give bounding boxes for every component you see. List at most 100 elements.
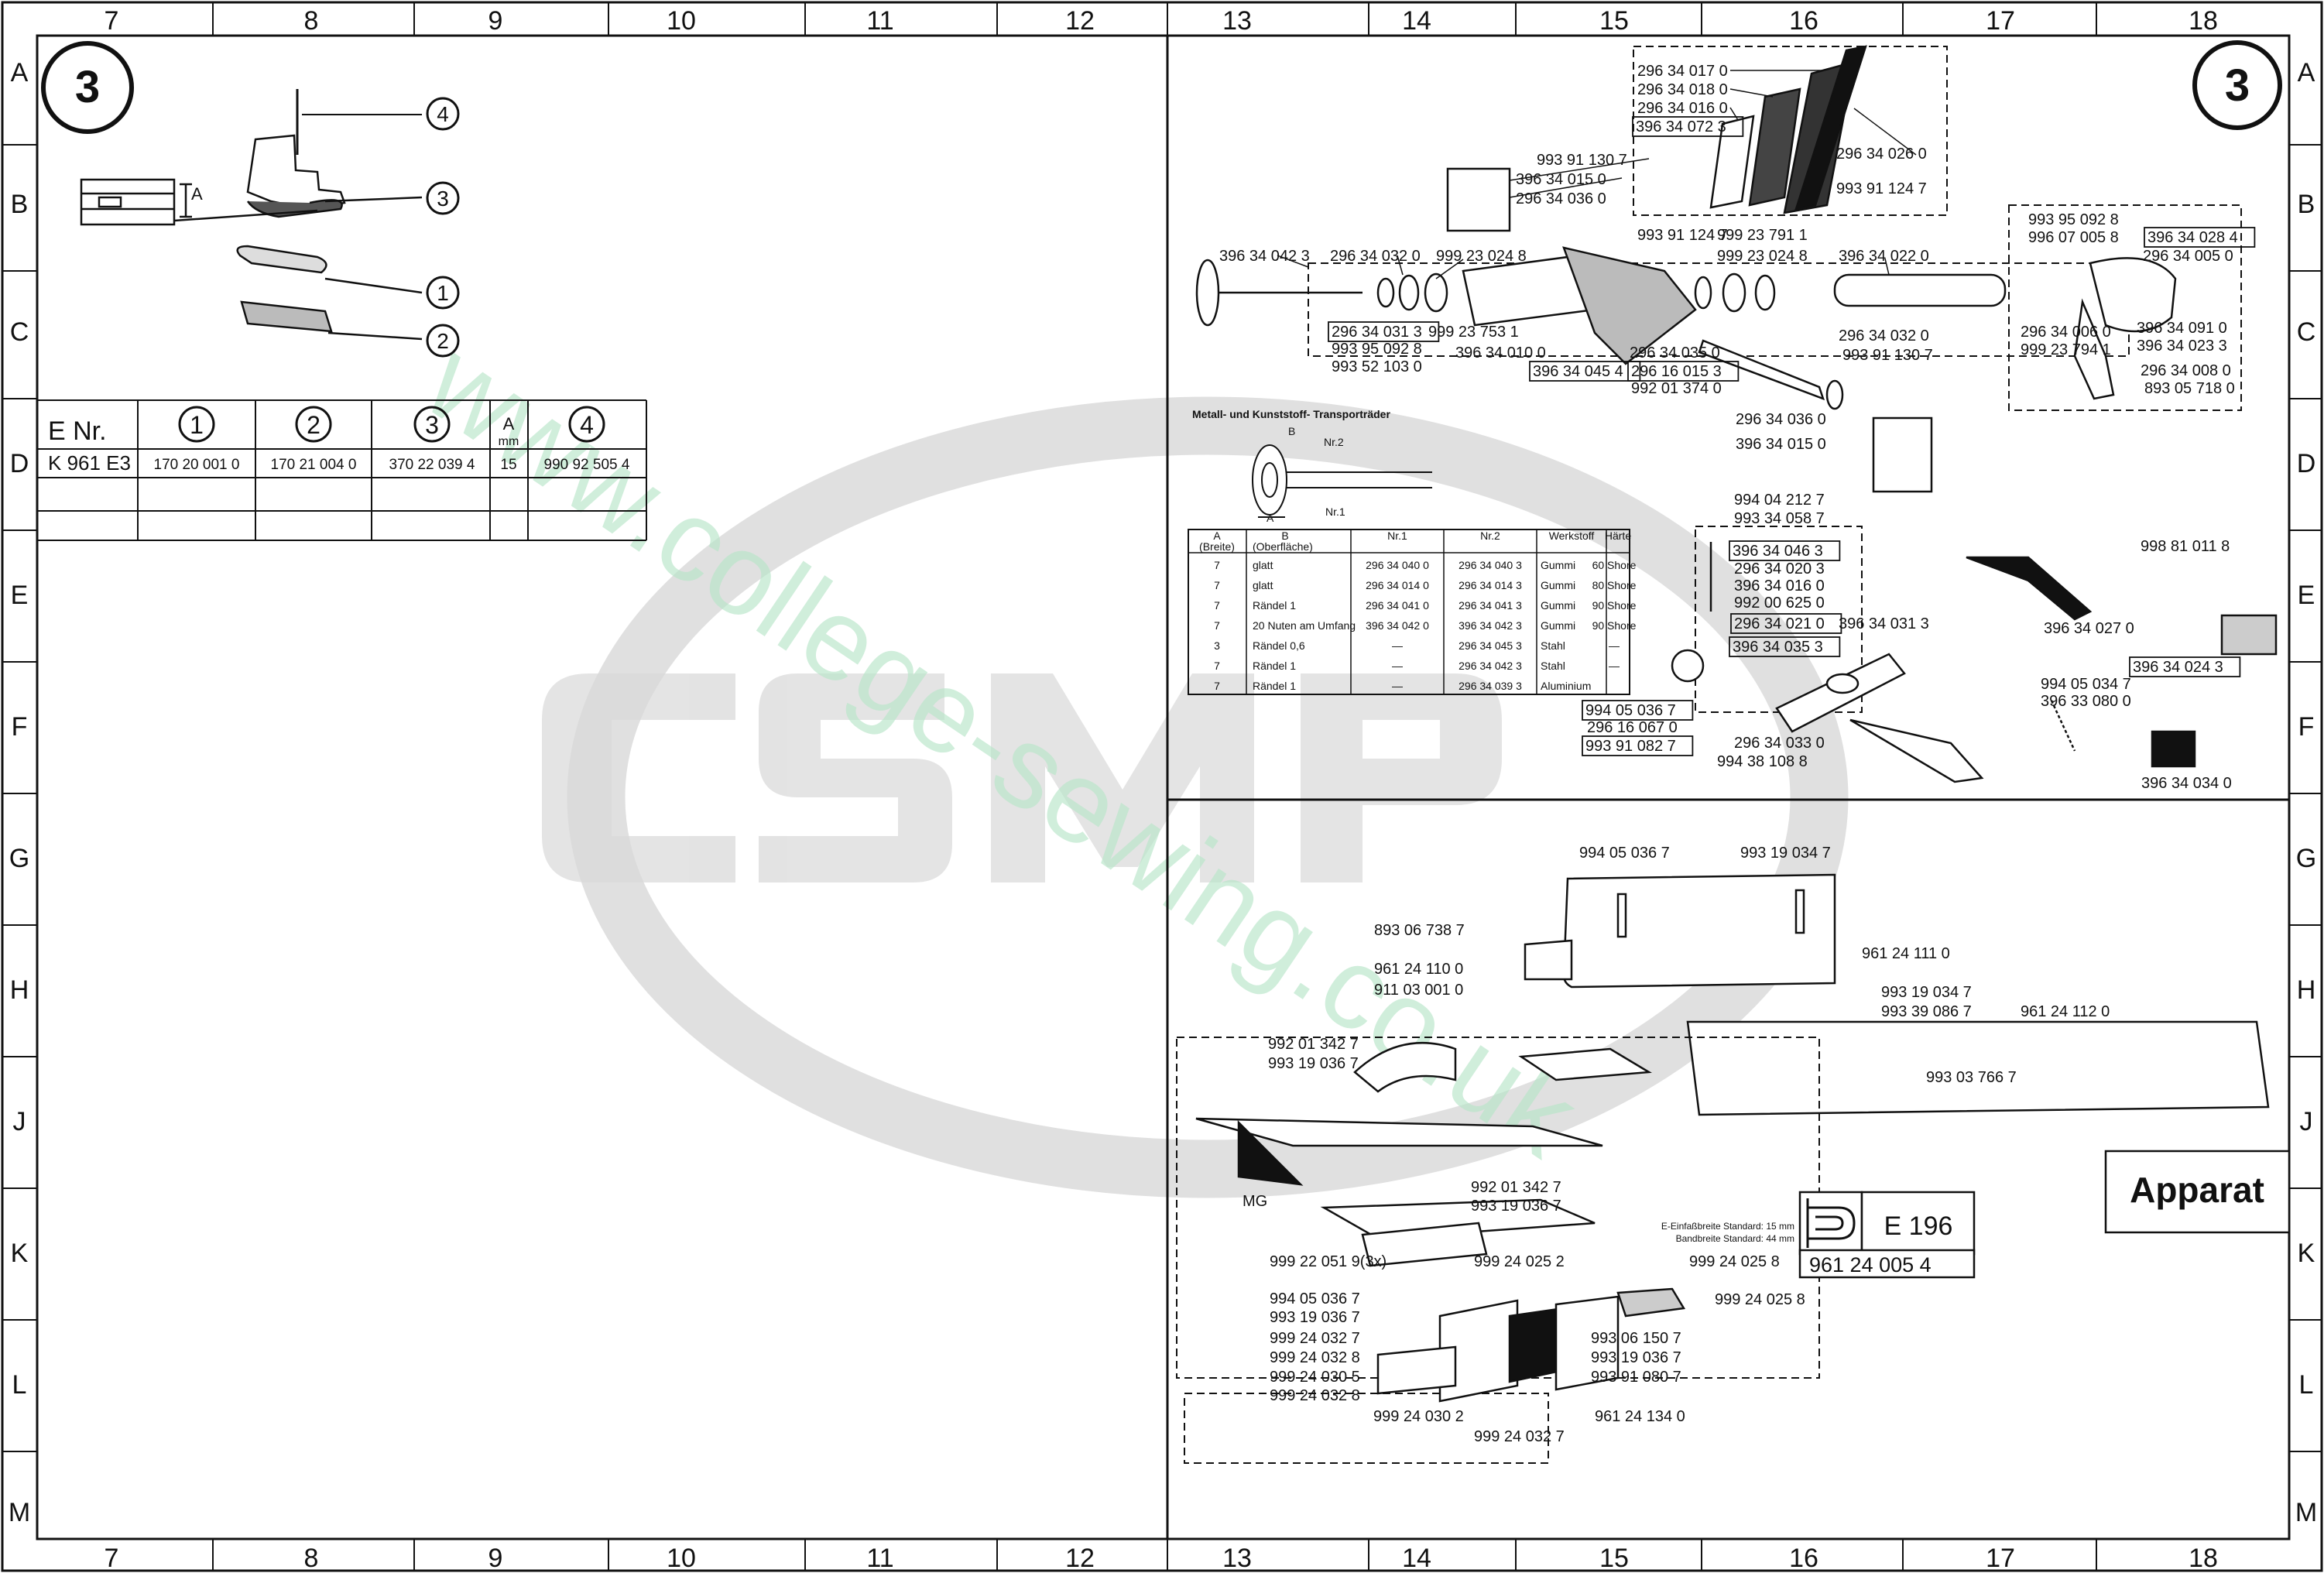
- page-marker-left: 3: [75, 62, 100, 112]
- table-cell-4: 990 92 505 4: [544, 457, 630, 473]
- row-label-left: H: [10, 975, 29, 1005]
- part-number: 993 06 150 7: [1591, 1330, 1681, 1347]
- part-number: 993 91 080 7: [1591, 1369, 1681, 1386]
- part-number: 296 34 020 3: [1734, 560, 1825, 577]
- wheel-table-header: Nr.1: [1387, 529, 1407, 542]
- wheel-table-subheader: (Oberfläche): [1253, 540, 1313, 553]
- table-cell-model: K 961 E3: [48, 451, 131, 475]
- wheel-table-header: Nr.2: [1480, 529, 1500, 542]
- page-marker-right: 3: [2225, 60, 2250, 111]
- part-number: 993 91 082 7: [1585, 738, 1676, 755]
- part-number: 296 34 031 3: [1332, 324, 1422, 341]
- row-label-left: A: [11, 58, 29, 87]
- part-number: 396 34 028 4: [2147, 229, 2238, 246]
- part-number: 961 24 112 0: [2021, 1003, 2110, 1020]
- callout-2-circle: [426, 324, 460, 358]
- callout-3-circle: [426, 181, 460, 215]
- column-label-bottom: 18: [2189, 1544, 2218, 1573]
- wheel-table-cell: 296 34 041 3: [1458, 599, 1522, 612]
- wheel-label-b: B: [1288, 425, 1295, 437]
- part-number: 396 34 035 3: [1733, 639, 1823, 656]
- wheel-table-cell: Rändel 1: [1253, 599, 1296, 612]
- part-number: 296 34 033 0: [1734, 735, 1825, 752]
- presser-foot-drawing: [80, 134, 423, 226]
- column-label-bottom: 14: [1402, 1544, 1431, 1573]
- column-label-top: 8: [304, 6, 319, 36]
- part-number: 993 91 124 7: [1637, 227, 1728, 244]
- column-label-top: 10: [667, 6, 696, 36]
- wheel-table-cell: glatt: [1253, 579, 1273, 591]
- column-ticks-top: [212, 2, 2097, 36]
- part-number: 296 34 017 0: [1637, 63, 1728, 80]
- table-header-1: 1: [190, 411, 204, 439]
- column-label-bottom: 10: [667, 1544, 696, 1573]
- part-number: 296 34 006 0: [2021, 324, 2111, 341]
- wheel-table-subheader: (Breite): [1199, 540, 1235, 553]
- column-label-bottom: 16: [1789, 1544, 1818, 1573]
- wheel-table-cell: —: [1392, 680, 1403, 692]
- part-number: 396 34 042 3: [1219, 248, 1310, 265]
- table-header-4: 4: [580, 411, 594, 439]
- column-label-bottom: 15: [1599, 1544, 1629, 1573]
- column-label-bottom: 9: [488, 1544, 503, 1573]
- wheel-table-cell: glatt: [1253, 559, 1273, 571]
- wheel-table-cell: 296 34 041 0: [1366, 599, 1429, 612]
- column-label-bottom: 17: [1986, 1544, 2015, 1573]
- assembly-part-number: 961 24 005 4: [1809, 1253, 1932, 1277]
- part-number: 999 24 025 8: [1689, 1253, 1780, 1270]
- part-number: 994 05 036 7: [1270, 1290, 1360, 1307]
- part-number: 999 24 030 5: [1270, 1369, 1360, 1386]
- part-number: 396 34 027 0: [2044, 620, 2134, 637]
- part-number: 999 23 753 1: [1428, 324, 1519, 341]
- table-cell-a: 15: [500, 457, 516, 473]
- wheel-table-cell: 296 34 039 3: [1458, 680, 1522, 692]
- part-number: 893 06 738 7: [1374, 922, 1465, 939]
- table-header-e-nr: E Nr.: [48, 416, 107, 446]
- table-header-a-unit: mm: [499, 435, 519, 448]
- wheel-table-cell: 60 Shore: [1592, 559, 1637, 571]
- column-label-top: 12: [1065, 6, 1095, 36]
- page-marker-circle: [41, 41, 134, 134]
- row-label-right: D: [2297, 449, 2316, 478]
- parts-table-grid: [37, 399, 647, 541]
- part-number: 999 24 030 2: [1373, 1408, 1464, 1425]
- wheel-table-cell: 7: [1214, 579, 1220, 591]
- right-top-panel-feed-mechanism: 3: [1188, 40, 2282, 792]
- part-number: 396 34 015 0: [1516, 171, 1606, 188]
- column-ticks-bottom: [212, 1539, 2097, 1571]
- callout-1: 1: [437, 281, 449, 305]
- wheel-label-a: A: [1267, 512, 1274, 524]
- part-number: 993 19 034 7: [1881, 984, 1972, 1001]
- dimension-a-label: A: [191, 184, 203, 204]
- wheel-table-header: Werkstoff: [1549, 529, 1595, 542]
- part-number: 296 34 036 0: [1736, 411, 1826, 428]
- wheel-table-cell: 3: [1214, 639, 1220, 652]
- row-label-left: K: [11, 1239, 29, 1268]
- part-number: 999 23 794 1: [2021, 341, 2111, 358]
- wheel-title: Metall- und Kunststoff- Transporträder: [1192, 408, 1390, 420]
- title-note-1: E-Einfaßbreite Standard: 15 mm: [1661, 1221, 1794, 1232]
- part-number: 296 34 005 0: [2143, 248, 2233, 265]
- column-label-top: 13: [1222, 6, 1252, 36]
- column-label-top: 16: [1789, 6, 1818, 36]
- row-label-left: L: [12, 1370, 27, 1400]
- row-label-left: F: [12, 712, 28, 742]
- row-label-right: J: [2300, 1107, 2313, 1136]
- wheel-table-cell: 7: [1214, 559, 1220, 571]
- table-header-a: A: [503, 414, 515, 434]
- part-number: 999 24 032 8: [1270, 1387, 1360, 1404]
- part-number: 992 00 625 0: [1734, 595, 1825, 612]
- part-number: MG: [1243, 1193, 1267, 1210]
- part-number: 961 24 110 0: [1374, 961, 1463, 978]
- wheel-table-cell: —: [1392, 639, 1403, 652]
- wheel-table-cell: 80 Shore: [1592, 579, 1637, 591]
- part-number: 993 19 036 7: [1471, 1198, 1561, 1215]
- part-number-labels-bottom: 994 05 036 7 993 19 034 7 893 06 738 7 961 …: [1243, 845, 2110, 1445]
- part-number: 396 34 091 0: [2137, 320, 2227, 337]
- row-label-right: B: [2298, 190, 2315, 219]
- part-number: 993 19 036 7: [1591, 1349, 1681, 1366]
- wheel-table-cell: Gummi: [1541, 619, 1575, 632]
- callout-4-circle: [426, 97, 460, 131]
